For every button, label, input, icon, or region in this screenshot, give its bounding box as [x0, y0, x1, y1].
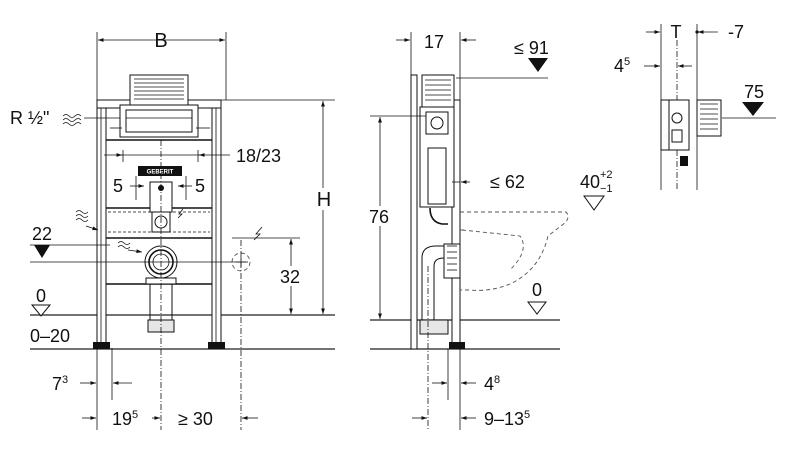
detail-offset-left-label: 45: [614, 56, 630, 76]
foot-left: [93, 342, 110, 349]
foot-depth-label: 48: [484, 374, 500, 394]
inlet-spacing-label: 18/23: [236, 146, 281, 166]
bowl-level-marker-icon: [583, 195, 605, 211]
detail-offset-right-label: -7: [728, 22, 744, 42]
water-supply-icon: [62, 114, 82, 126]
detail-thickness-label: T: [671, 22, 682, 42]
side-height-label: 76: [369, 207, 389, 227]
electric-symbol-inner-icon: [177, 208, 184, 219]
socket-height-label: 32: [280, 267, 300, 287]
cistern-top: [129, 74, 189, 106]
pipe-size-label: R ½": [10, 108, 49, 128]
dim-width-label: B: [154, 30, 167, 52]
side-drain-end: [419, 319, 449, 335]
side-wall: [410, 74, 418, 350]
offset-left-label: 5: [113, 176, 123, 196]
detail-level-label: 75: [744, 82, 764, 102]
detail-panel: [696, 99, 722, 137]
level-marker-open-icon: [30, 304, 52, 317]
bowl-height-minus: −1: [600, 183, 613, 195]
side-view: 17 ≤ 91 76 ≤ 62 40 +2 −1 0 48 9–135: [364, 32, 613, 430]
foot-range-label: 0–20: [30, 326, 70, 346]
electric-symbol-icon: [253, 226, 263, 241]
center-offset-label: 195: [112, 409, 138, 429]
frame-post-left: [96, 99, 107, 349]
front-floor-level-label: 0: [36, 286, 46, 306]
side-floor-level-label: 0: [532, 280, 542, 300]
detail-level-marker-icon: [742, 102, 764, 116]
dim-height-label: H: [317, 189, 331, 211]
wc-bowl-outline: [460, 211, 569, 291]
side-top-label: ≤ 91: [514, 38, 549, 58]
inlet-height-label: 22: [32, 224, 52, 244]
socket-distance-label: ≥ 30: [178, 409, 213, 429]
wall-range-label: 9–135: [484, 409, 530, 429]
frame-post-right: [211, 99, 222, 349]
side-floor-marker-icon: [527, 301, 547, 315]
detail-view: T -7 45 75: [614, 22, 776, 190]
side-top-marker-icon: [528, 58, 548, 72]
bowl-height-label: 40: [580, 172, 600, 192]
front-view: GEBERIT: [10, 30, 335, 430]
side-axle-label: ≤ 62: [490, 172, 525, 192]
brand-logo-text: GEBERIT: [147, 170, 174, 176]
foot-right: [208, 342, 225, 349]
level-marker-filled-icon: [34, 245, 50, 258]
brand-logo: [138, 166, 182, 176]
side-depth-label: 17: [424, 32, 444, 52]
water-inlet-icon: [75, 210, 89, 222]
water-inlet-lower-icon: [117, 241, 131, 249]
side-foot: [449, 342, 465, 349]
foot-offset-label: 73: [52, 374, 68, 394]
offset-right-label: 5: [195, 176, 205, 196]
bowl-height-plus: +2: [600, 169, 613, 181]
